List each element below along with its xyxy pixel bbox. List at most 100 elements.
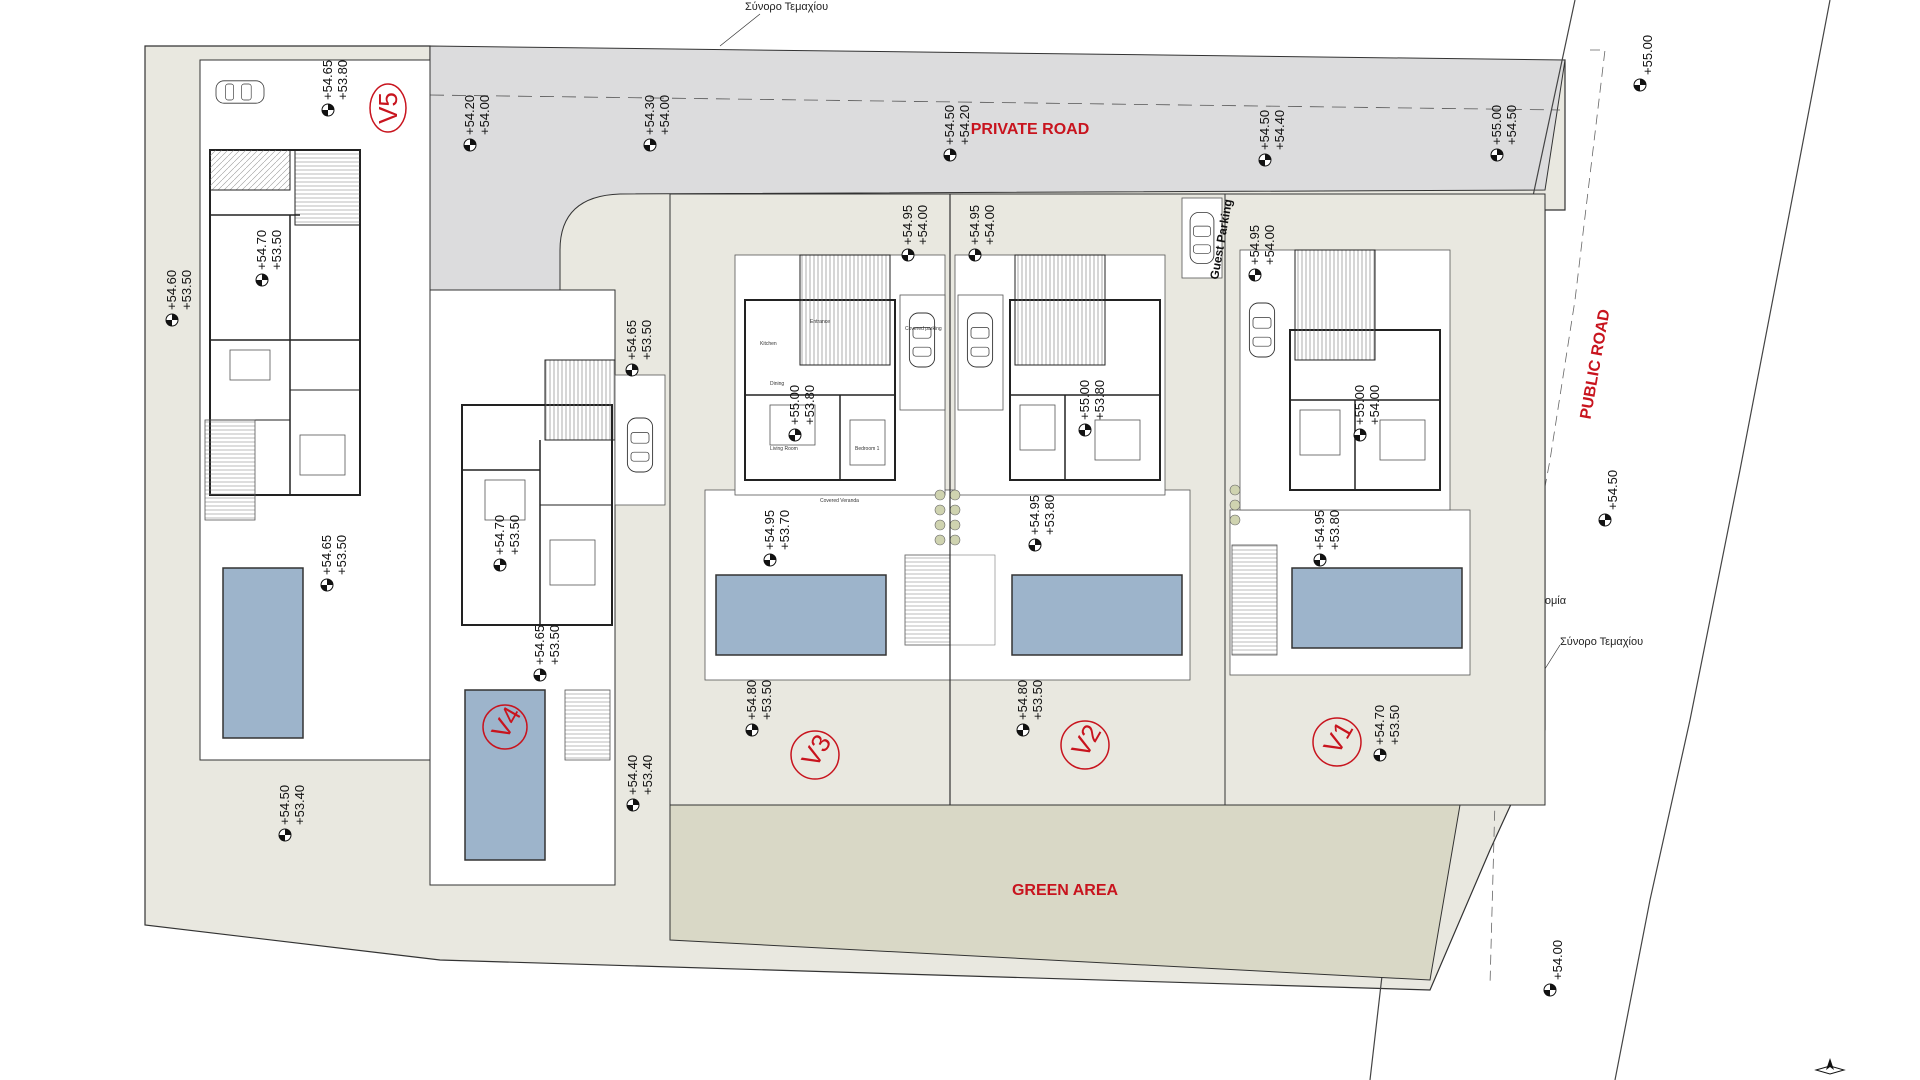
level-marker: +54.20+54.00 bbox=[462, 95, 492, 152]
level-marker: +54.95+53.80 bbox=[1027, 495, 1057, 552]
level-bottom-value: +54.50 bbox=[1504, 105, 1519, 145]
level-marker-icon bbox=[1353, 428, 1367, 442]
level-bottom-value: +53.50 bbox=[1387, 705, 1402, 745]
level-marker: +54.65+53.50 bbox=[624, 320, 654, 377]
level-value: +55.00 bbox=[1640, 35, 1655, 75]
level-top-value: +55.00 bbox=[1352, 385, 1367, 425]
level-bottom-value: +54.40 bbox=[1272, 110, 1287, 150]
level-top-value: +54.30 bbox=[642, 95, 657, 135]
level-marker-icon bbox=[321, 103, 335, 117]
level-marker-icon bbox=[1078, 423, 1092, 437]
level-top-value: +54.50 bbox=[277, 785, 292, 825]
level-bottom-value: +54.00 bbox=[915, 205, 930, 245]
level-top-value: +54.80 bbox=[744, 680, 759, 720]
level-bottom-value: +53.50 bbox=[547, 625, 562, 665]
level-bottom-value: +54.00 bbox=[982, 205, 997, 245]
level-top-value: +54.95 bbox=[900, 205, 915, 245]
level-marker-icon bbox=[278, 828, 292, 842]
level-top-value: +54.50 bbox=[1257, 110, 1272, 150]
level-top-value: +54.65 bbox=[320, 60, 335, 100]
level-marker-icon bbox=[1543, 983, 1557, 997]
villa-v5-marker: V5 bbox=[369, 83, 407, 133]
villa-v3 bbox=[669, 193, 951, 806]
level-marker: +54.70+53.50 bbox=[492, 515, 522, 572]
level-marker-icon bbox=[1313, 553, 1327, 567]
level-bottom-value: +54.00 bbox=[1367, 385, 1382, 425]
villa-v2 bbox=[904, 193, 1226, 806]
level-marker-icon bbox=[788, 428, 802, 442]
room-label-parking: Covered parking bbox=[905, 326, 942, 332]
level-bottom-value: +53.50 bbox=[1030, 680, 1045, 720]
level-marker: +54.95+54.00 bbox=[1247, 225, 1277, 282]
level-bottom-value: +53.50 bbox=[269, 230, 284, 270]
villa-v1 bbox=[1198, 193, 1546, 806]
level-top-value: +54.50 bbox=[942, 105, 957, 145]
level-marker-single: +54.50 bbox=[1598, 470, 1620, 527]
level-marker-icon bbox=[165, 313, 179, 327]
level-top-value: +54.70 bbox=[254, 230, 269, 270]
level-marker-single: +54.00 bbox=[1543, 940, 1565, 997]
level-bottom-value: +53.80 bbox=[335, 60, 350, 100]
level-marker: +54.95+53.80 bbox=[1312, 510, 1342, 567]
level-value: +54.50 bbox=[1605, 470, 1620, 510]
level-marker: +54.50+54.40 bbox=[1257, 110, 1287, 167]
villa-v5 bbox=[199, 59, 431, 761]
level-top-value: +54.95 bbox=[1027, 495, 1042, 535]
level-marker: +54.50+53.40 bbox=[277, 785, 307, 842]
level-top-value: +54.65 bbox=[624, 320, 639, 360]
level-top-value: +54.65 bbox=[532, 625, 547, 665]
level-bottom-value: +53.80 bbox=[1327, 510, 1342, 550]
room-label-bedroom: Bedroom 1 bbox=[855, 446, 880, 452]
level-marker-icon bbox=[1633, 78, 1647, 92]
level-marker-single: +55.00 bbox=[1633, 35, 1655, 92]
level-marker: +54.95+54.00 bbox=[967, 205, 997, 262]
room-label-entrance: Entrance bbox=[810, 319, 830, 325]
level-marker-icon bbox=[1373, 748, 1387, 762]
level-marker: +54.65+53.80 bbox=[320, 60, 350, 117]
boundary-note-right: Σύνορο Τεμαχίου bbox=[1560, 636, 1643, 648]
room-label-living: Living Room bbox=[770, 446, 798, 452]
level-top-value: +54.80 bbox=[1015, 680, 1030, 720]
shrub-row bbox=[934, 489, 961, 546]
level-marker-icon bbox=[625, 363, 639, 377]
level-marker-icon bbox=[763, 553, 777, 567]
level-marker: +55.00+54.00 bbox=[1352, 385, 1382, 442]
level-bottom-value: +53.50 bbox=[334, 535, 349, 575]
north-arrow-icon bbox=[1814, 1058, 1846, 1075]
level-top-value: +54.40 bbox=[625, 755, 640, 795]
level-bottom-value: +54.00 bbox=[657, 95, 672, 135]
level-bottom-value: +54.00 bbox=[1262, 225, 1277, 265]
level-value: +54.00 bbox=[1550, 940, 1565, 980]
level-marker-icon bbox=[968, 248, 982, 262]
level-marker-icon bbox=[1028, 538, 1042, 552]
level-marker-icon bbox=[463, 138, 477, 152]
level-marker-icon bbox=[1016, 723, 1030, 737]
level-marker-icon bbox=[320, 578, 334, 592]
level-marker-icon bbox=[1248, 268, 1262, 282]
level-top-value: +54.95 bbox=[1312, 510, 1327, 550]
level-markers: +54.65+53.80+54.70+53.50+54.65+53.50+54.… bbox=[164, 35, 1655, 997]
room-label-veranda: Covered Veranda bbox=[820, 498, 859, 504]
private-road: PRIVATE ROAD bbox=[429, 45, 1566, 291]
level-marker-icon bbox=[643, 138, 657, 152]
level-top-value: +54.95 bbox=[1247, 225, 1262, 265]
level-top-value: +54.65 bbox=[319, 535, 334, 575]
level-top-value: +55.00 bbox=[1077, 380, 1092, 420]
level-bottom-value: +53.80 bbox=[802, 385, 817, 425]
green-area-label: GREEN AREA bbox=[1012, 882, 1119, 899]
level-top-value: +55.00 bbox=[1489, 105, 1504, 145]
level-marker-icon bbox=[255, 273, 269, 287]
level-marker-icon bbox=[626, 798, 640, 812]
level-marker: +54.65+53.50 bbox=[532, 625, 562, 682]
room-labels: Entrance Kitchen Dining Living Room Bedr… bbox=[760, 319, 942, 504]
level-bottom-value: +53.50 bbox=[759, 680, 774, 720]
level-marker-icon bbox=[493, 558, 507, 572]
private-road-label: PRIVATE ROAD bbox=[971, 121, 1090, 138]
level-bottom-value: +53.80 bbox=[1092, 380, 1107, 420]
level-marker-icon bbox=[943, 148, 957, 162]
room-label-kitchen: Kitchen bbox=[760, 341, 777, 347]
level-top-value: +54.70 bbox=[1372, 705, 1387, 745]
level-marker-icon bbox=[901, 248, 915, 262]
level-marker: +54.60+53.50 bbox=[164, 270, 194, 327]
